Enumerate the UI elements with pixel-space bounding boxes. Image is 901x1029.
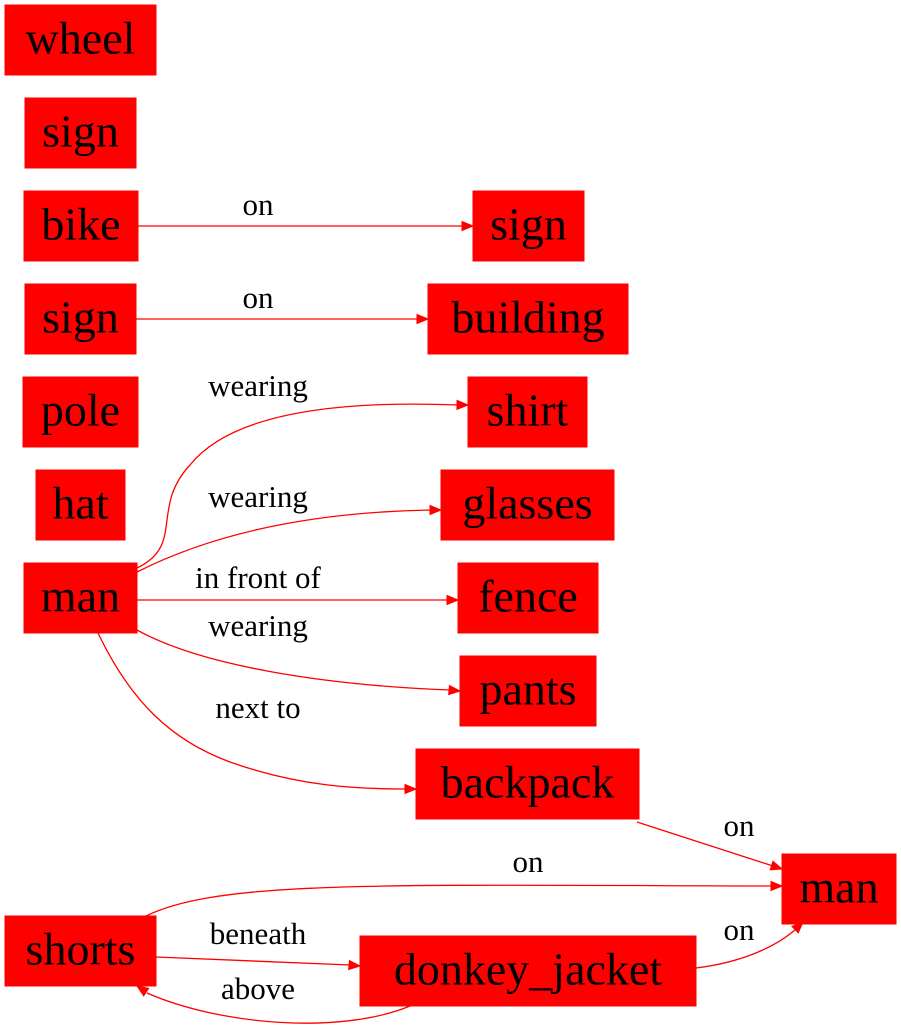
node-wheel: wheel [4, 4, 157, 76]
edge-man1-backpack: next to [97, 632, 418, 795]
node-box [459, 655, 597, 727]
arrow-head-icon [416, 313, 430, 325]
node-sign3: sign [472, 190, 585, 262]
arrow-head-icon [446, 594, 460, 606]
edge-bike-sign3: on [138, 187, 475, 232]
edge-label: wearing [208, 608, 308, 643]
arrow-head-icon [769, 860, 784, 871]
node-box [4, 915, 157, 987]
node-box [457, 562, 599, 634]
edge-label: in front of [195, 560, 321, 595]
node-label: sign [42, 292, 119, 343]
node-label: bike [41, 199, 120, 250]
edge-donkey_jacket-shorts: above [135, 971, 411, 1024]
node-box [359, 935, 697, 1007]
edge-line [136, 629, 451, 691]
edge-man1-pants: wearing [136, 608, 462, 696]
node-box [415, 748, 640, 820]
nodes-layer: wheel sign bike sign pole hat man shorts sign bui… [4, 4, 897, 1007]
arrow-head-icon [456, 399, 470, 411]
node-box [427, 283, 629, 355]
node-fence: fence [457, 562, 599, 634]
edge-label: on [243, 280, 275, 315]
edge-line [146, 992, 411, 1024]
node-box [23, 190, 139, 262]
edge-sign2-building: on [136, 280, 430, 325]
node-box [472, 190, 585, 262]
node-shorts: shorts [4, 915, 157, 987]
node-box [4, 4, 157, 76]
node-donkey-jacket: donkey_jacket [359, 935, 697, 1007]
arrow-head-icon [448, 684, 462, 696]
node-label: man [41, 571, 120, 622]
node-backpack: backpack [415, 748, 640, 820]
edge-shorts-man2: on [145, 844, 784, 917]
node-box [35, 469, 126, 541]
arrow-head-icon [461, 220, 475, 232]
edge-label: on [513, 844, 545, 879]
edge-line [136, 509, 432, 573]
node-box [440, 469, 615, 541]
edge-label: on [724, 912, 756, 947]
node-label: pole [41, 385, 120, 436]
node-box [781, 853, 897, 925]
arrow-head-icon [770, 880, 784, 892]
edge-line [636, 821, 774, 867]
node-label: hat [52, 478, 108, 529]
node-box [467, 376, 588, 448]
node-pole: pole [22, 376, 139, 448]
node-sign1: sign [24, 97, 137, 169]
edge-label: on [724, 808, 756, 843]
node-box [24, 283, 137, 355]
edges-layer: on on wearing wearing in front of wearing next… [97, 187, 804, 1024]
edge-label: wearing [208, 368, 308, 403]
edge-line [145, 884, 773, 917]
node-label: pants [479, 664, 576, 715]
edge-backpack-man2: on [636, 808, 784, 871]
edge-line [695, 928, 797, 969]
node-building: building [427, 283, 629, 355]
edge-label: next to [215, 690, 300, 725]
edge-line [97, 632, 407, 790]
node-box [23, 562, 138, 634]
node-man1: man [23, 562, 138, 634]
node-label: shirt [487, 385, 569, 436]
node-label: backpack [441, 757, 615, 808]
arrow-head-icon [404, 783, 418, 795]
edge-line [136, 403, 459, 569]
edge-label: above [221, 971, 295, 1006]
node-hat: hat [35, 469, 126, 541]
arrow-head-icon [429, 504, 443, 516]
node-label: wheel [26, 13, 136, 64]
edge-label: beneath [210, 916, 307, 951]
edge-donkey_jacket-man2: on [695, 912, 804, 969]
arrow-head-icon [348, 959, 362, 971]
node-shirt: shirt [467, 376, 588, 448]
node-label: man [799, 862, 878, 913]
node-label: sign [490, 199, 567, 250]
node-label: sign [42, 106, 119, 157]
node-label: donkey_jacket [394, 944, 662, 995]
edge-label: wearing [208, 479, 308, 514]
node-bike: bike [23, 190, 139, 262]
node-label: building [451, 292, 604, 343]
node-label: shorts [26, 924, 136, 975]
node-box [22, 376, 139, 448]
edge-label: on [243, 187, 275, 222]
node-label: glasses [462, 478, 592, 529]
node-glasses: glasses [440, 469, 615, 541]
edge-line [155, 956, 351, 966]
edge-shorts-donkey_jacket: beneath [155, 916, 362, 971]
edge-man1-shirt: wearing [136, 368, 470, 569]
node-sign2: sign [24, 283, 137, 355]
arrow-head-icon [135, 985, 150, 997]
edge-man1-fence: in front of [137, 560, 460, 606]
node-man2: man [781, 853, 897, 925]
edge-man1-glasses: wearing [136, 479, 443, 573]
node-label: fence [478, 571, 578, 622]
node-pants: pants [459, 655, 597, 727]
node-box [24, 97, 137, 169]
